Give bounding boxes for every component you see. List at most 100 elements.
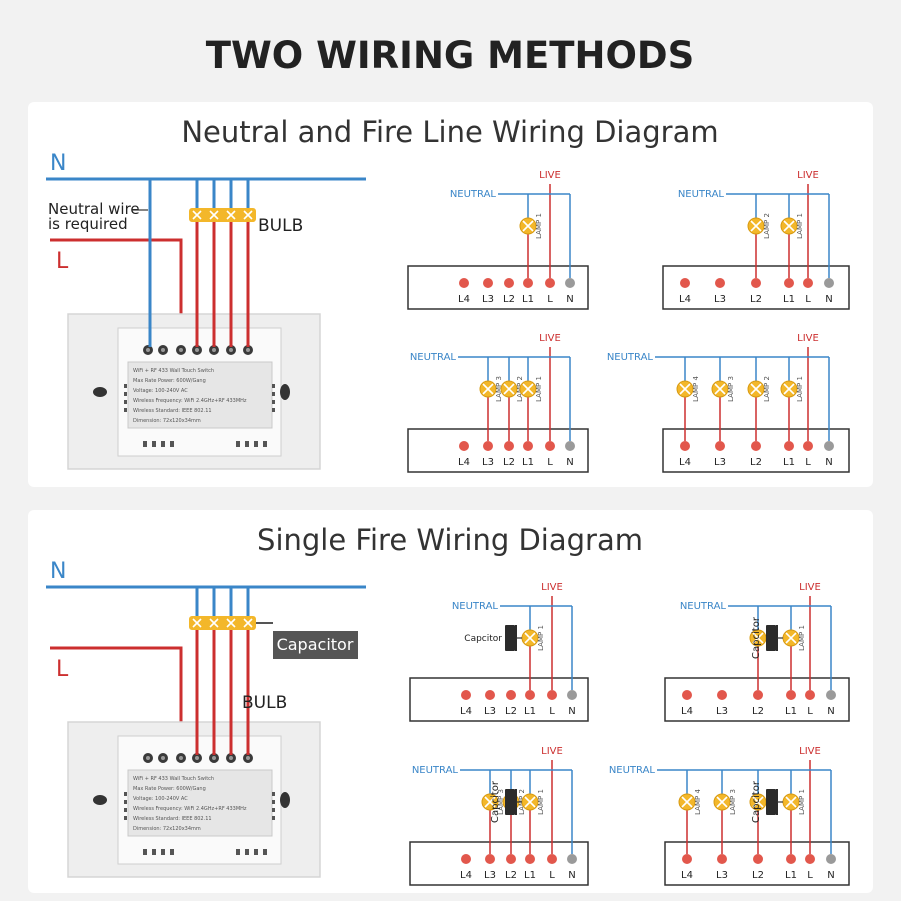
- spec-line: Max Rate Power: 600W/Gang: [133, 786, 206, 792]
- terminal-screw-center: [179, 756, 183, 760]
- terminal-dot-l1: [523, 278, 533, 288]
- terminal-label: L2: [752, 870, 764, 881]
- l-label: L: [56, 249, 69, 274]
- spec-line: Dimension: 72x120x34mm: [133, 826, 201, 832]
- terminal-label: L3: [482, 457, 494, 468]
- terminal-dot-l2: [751, 441, 761, 451]
- terminal-label: L1: [783, 294, 795, 305]
- mounting-hole: [280, 792, 290, 808]
- terminal-dot-l: [547, 690, 557, 700]
- terminal-dot-l4: [461, 854, 471, 864]
- terminal-label: L1: [524, 706, 536, 717]
- terminal-dot-l2: [751, 278, 761, 288]
- terminal-label: L: [807, 706, 813, 717]
- bulb-cross: [243, 210, 253, 220]
- spec-line: Voltage: 100-240V AC: [133, 796, 188, 802]
- lamp-label: LAMP 2: [763, 376, 771, 402]
- terminal-screw-center: [146, 348, 150, 352]
- terminal-dot-l3: [715, 278, 725, 288]
- bulb-cross: [243, 618, 253, 628]
- vent: [272, 408, 275, 412]
- vent: [272, 400, 275, 404]
- terminal-label: L: [549, 706, 555, 717]
- lamp-label: LAMP 4: [694, 789, 702, 815]
- terminal-dot-l3: [485, 690, 495, 700]
- vent: [272, 816, 275, 820]
- terminal-label: L1: [783, 457, 795, 468]
- lamp-cross: [783, 220, 795, 232]
- terminal-label: N: [566, 294, 573, 305]
- single-fire-section: Single Fire Wiring Diagram N L WiFi + RF 4…: [28, 510, 873, 893]
- neutral-label: NEUTRAL: [412, 765, 459, 776]
- section-heading: Neutral and Fire Line Wiring Diagram: [181, 115, 718, 149]
- terminal-label: L4: [460, 706, 472, 717]
- page-title: TWO WIRING METHODS: [206, 34, 695, 77]
- terminal-dot-l4: [682, 690, 692, 700]
- vent: [272, 808, 275, 812]
- vent: [245, 849, 249, 855]
- lamp-label: LAMP 1: [535, 213, 543, 239]
- terminal-label: L2: [503, 294, 515, 305]
- switch-box: [407, 428, 589, 473]
- terminal-label: L3: [484, 870, 496, 881]
- vent: [124, 800, 127, 804]
- terminal-dot-l: [545, 441, 555, 451]
- live-label: LIVE: [539, 170, 561, 181]
- vent: [124, 392, 127, 396]
- terminal-label: L3: [714, 457, 726, 468]
- lamp-label: LAMP 3: [497, 789, 505, 815]
- vent: [161, 441, 165, 447]
- switch-box: [409, 841, 589, 886]
- capacitor-label: Capacitor: [277, 635, 354, 654]
- vent: [124, 408, 127, 412]
- terminal-label: L2: [750, 457, 762, 468]
- vent: [272, 392, 275, 396]
- terminal-dot-l: [805, 854, 815, 864]
- bulb-cross: [192, 618, 202, 628]
- terminal-screw-center: [246, 348, 250, 352]
- terminal-dot-l4: [459, 278, 469, 288]
- terminal-dot-n: [826, 690, 836, 700]
- lamp-label: LAMP 1: [535, 376, 543, 402]
- vent: [263, 441, 267, 447]
- lamp-label: LAMP 1: [798, 625, 806, 651]
- spec-label: [127, 361, 273, 429]
- capacitor-icon: [766, 789, 776, 815]
- terminal-dot-n: [567, 854, 577, 864]
- terminal-label: N: [827, 706, 834, 717]
- terminal-dot-l1: [784, 441, 794, 451]
- live-label: LIVE: [541, 746, 563, 757]
- capacitor-icon: [766, 625, 776, 651]
- terminal-dot-l3: [483, 441, 493, 451]
- bulb-label: BULB: [258, 216, 303, 236]
- terminal-dot-l2: [504, 278, 514, 288]
- terminal-label: L2: [503, 457, 515, 468]
- spec-line: WiFi + RF 433 Wall Touch Switch: [133, 776, 214, 782]
- vent: [124, 400, 127, 404]
- switch-box: [409, 677, 589, 722]
- terminal-label: L: [805, 457, 811, 468]
- lamp-cross: [522, 220, 534, 232]
- mounting-hole: [280, 384, 290, 400]
- terminal-dot-l2: [506, 690, 516, 700]
- terminal-label: L3: [716, 706, 728, 717]
- terminal-dot-l4: [680, 441, 690, 451]
- terminal-label: L1: [522, 457, 534, 468]
- terminal-label: N: [568, 870, 575, 881]
- live-label: LIVE: [539, 333, 561, 344]
- capacitor-icon: [505, 789, 515, 815]
- terminal-screw-center: [229, 348, 233, 352]
- vent: [236, 441, 240, 447]
- switch-box: [407, 265, 589, 310]
- terminal-label: L1: [785, 706, 797, 717]
- live-label: LIVE: [797, 333, 819, 344]
- terminal-label: L3: [714, 294, 726, 305]
- section-heading: Single Fire Wiring Diagram: [257, 523, 643, 557]
- lamp-cross: [752, 632, 764, 644]
- terminal-label: L: [805, 294, 811, 305]
- terminal-label: L: [547, 294, 553, 305]
